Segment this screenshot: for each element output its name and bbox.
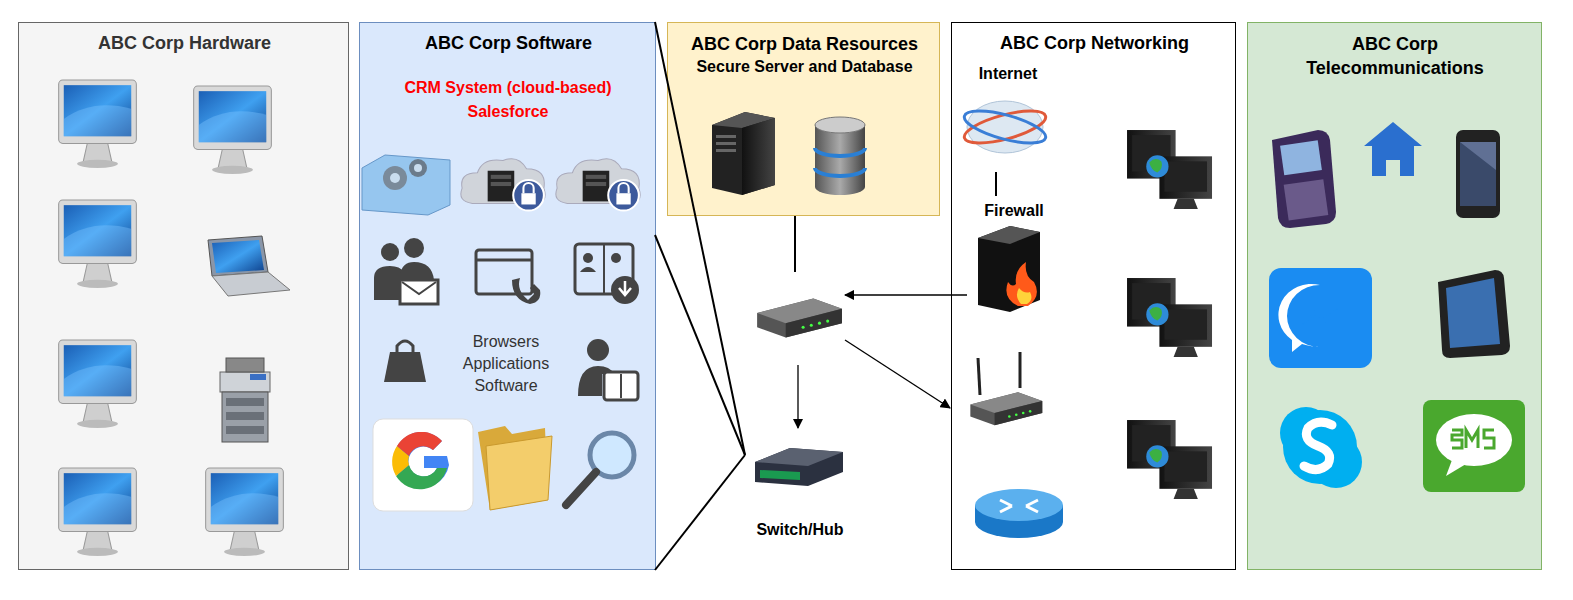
panel-heading: ABC Corp Hardware [19,32,350,54]
panel-subheading: Secure Server and Database [668,57,941,76]
software-label: Browsers Applications Software [454,331,558,397]
data-panel: ABC Corp Data ResourcesSecure Server and… [667,22,940,216]
panel-heading: ABC Corp Software [360,32,657,54]
internet-label: Internet [966,64,1050,83]
panel-heading: ABC Corp Data Resources [668,33,941,55]
panel-heading: ABC Corp Networking [952,32,1237,54]
crm-label: CRM System (cloud-based) Salesforce [388,76,628,124]
panel-heading: ABC Corp Telecommunications [1285,32,1505,80]
firewall-label: Firewall [966,201,1062,220]
switch-label: Switch/Hub [735,520,865,540]
